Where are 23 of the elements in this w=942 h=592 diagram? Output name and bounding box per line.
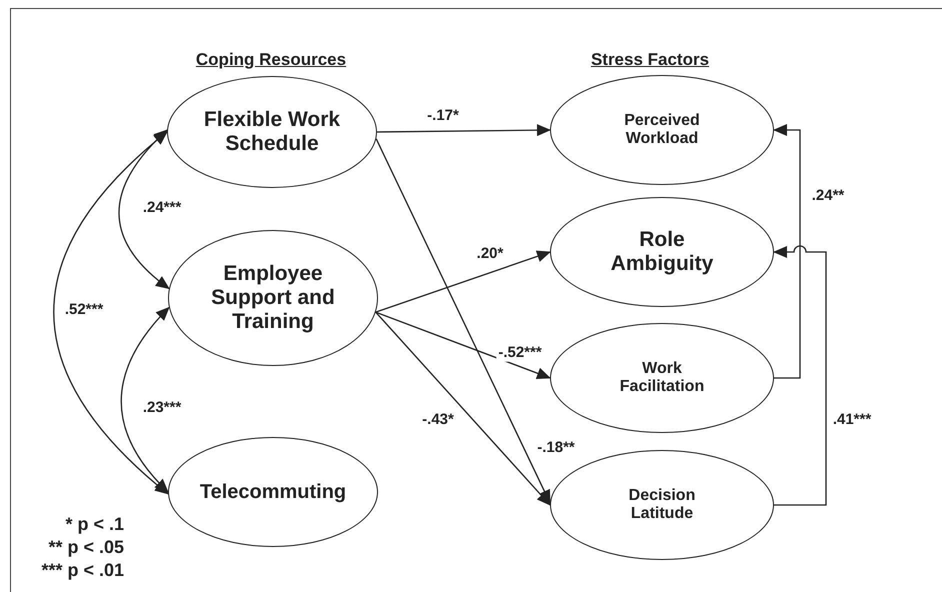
path-coefficient: -.52*** — [496, 344, 544, 362]
construct-name: Perceived Workload — [623, 112, 701, 148]
path-arrow — [376, 250, 551, 313]
construct-name: Telecommuting — [200, 480, 346, 504]
construct-name: Employee Support and Training — [210, 262, 336, 334]
path-arrow — [53, 131, 169, 495]
construct-name: Role Ambiguity — [610, 228, 714, 276]
column-heading: Stress Factors — [590, 50, 710, 70]
significance-note: * p < .1 — [65, 514, 124, 536]
construct-name: Work Facilitation — [618, 360, 706, 396]
column-heading: Coping Resources — [196, 50, 346, 70]
significance-note: *** p < .01 — [41, 560, 124, 582]
construct-name: Decision Latitude — [628, 486, 696, 524]
path-arrow — [773, 124, 801, 379]
construct-name: Flexible Work Schedule — [202, 108, 342, 156]
path-arrow — [377, 124, 551, 136]
path-arrow — [118, 129, 170, 290]
path-arrow — [120, 306, 170, 493]
path-arrow — [375, 312, 551, 380]
path-arrow — [376, 138, 551, 504]
significance-note: ** p < .05 — [48, 537, 124, 558]
path-arrow — [375, 312, 551, 506]
path-arrow — [773, 245, 827, 506]
